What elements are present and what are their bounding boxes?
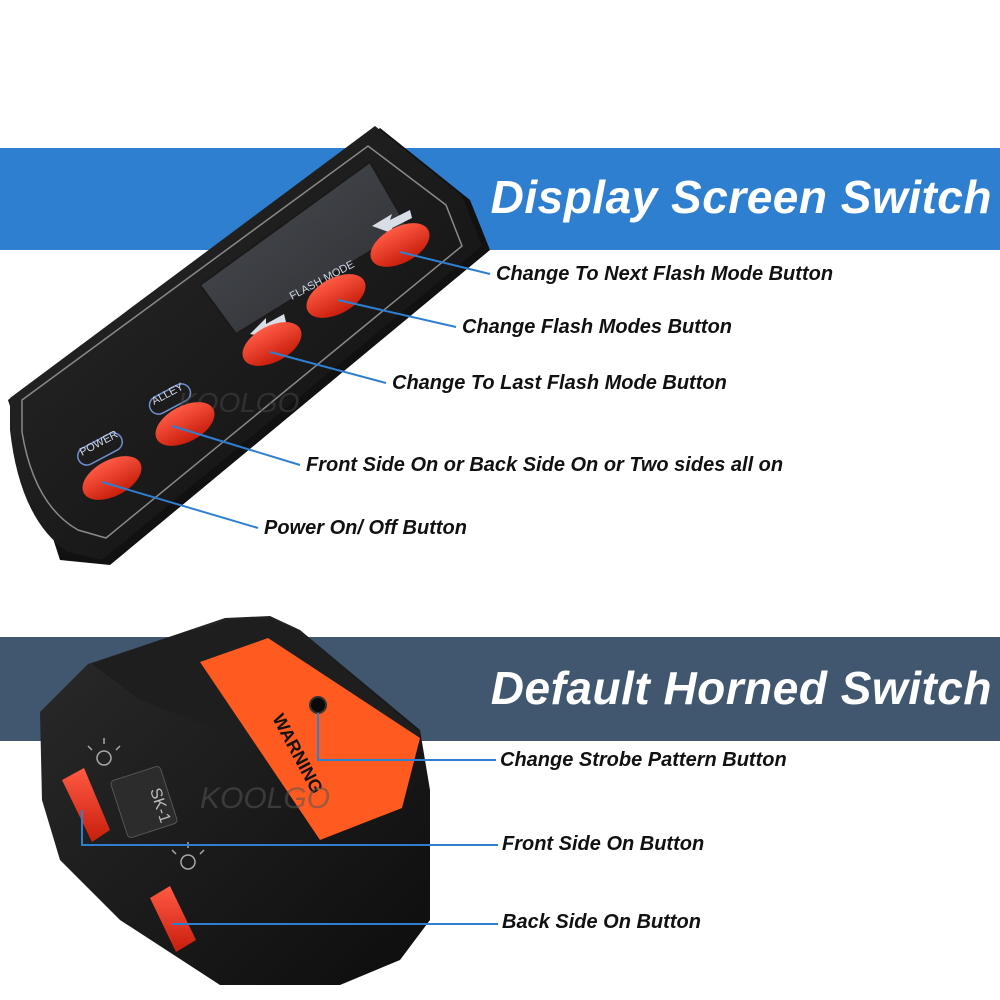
front-side-on-button[interactable] xyxy=(62,768,110,842)
bottom-callout-lines xyxy=(81,713,498,925)
callout-last-flash-mode: Change To Last Flash Mode Button xyxy=(392,372,727,394)
next-arrow-icon xyxy=(372,210,412,234)
horned-switch-device: WARNING SK-1 KOOLGO xyxy=(40,616,430,985)
bottom-watermark: KOOLGO xyxy=(200,782,330,815)
top-title-band: Display Screen Switch xyxy=(0,148,1000,250)
callout-strobe-pattern: Change Strobe Pattern Button xyxy=(500,749,787,771)
top-section-title: Display Screen Switch xyxy=(490,171,992,223)
last-flash-mode-button[interactable] xyxy=(235,313,308,375)
warning-sticker xyxy=(200,638,420,840)
callout-alley-sides: Front Side On or Back Side On or Two sid… xyxy=(306,454,784,476)
callout-front-side: Front Side On Button xyxy=(502,833,705,855)
callout-power: Power On/ Off Button xyxy=(264,517,467,539)
front-light-icon xyxy=(87,738,121,766)
flash-modes-button[interactable] xyxy=(299,265,372,327)
callout-flash-modes: Change Flash Modes Button xyxy=(462,316,732,338)
bottom-section-title: Default Horned Switch xyxy=(490,662,992,714)
display-switch-device: FLASH MODE ALLEY POWER KOOLGO xyxy=(8,126,490,565)
callout-next-flash-mode: Change To Next Flash Mode Button xyxy=(496,263,834,285)
callout-back-side: Back Side On Button xyxy=(502,911,701,933)
back-side-on-button[interactable] xyxy=(150,886,196,952)
top-callout-lines xyxy=(101,251,491,529)
model-plate xyxy=(110,765,178,839)
strobe-pattern-button[interactable] xyxy=(309,696,327,714)
inner-border xyxy=(21,145,463,539)
